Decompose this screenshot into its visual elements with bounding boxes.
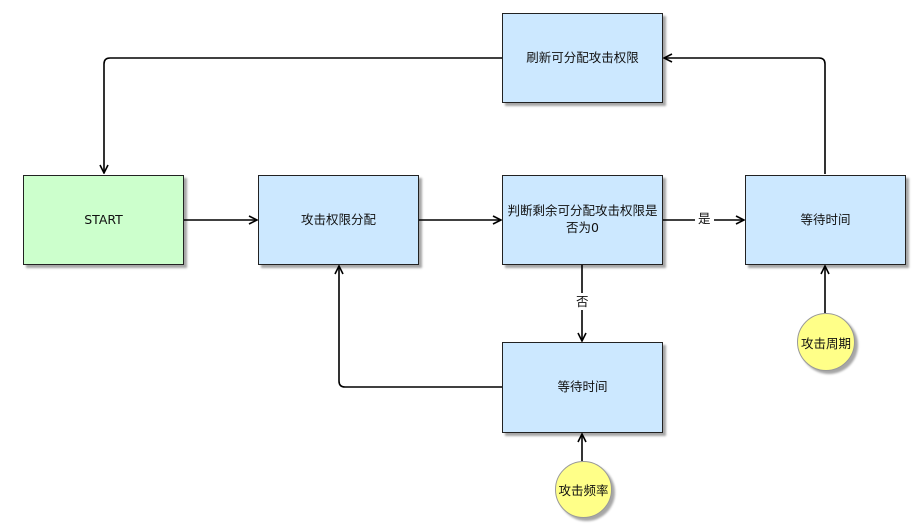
edge-wait-bottom-to-allocate bbox=[339, 266, 502, 388]
edge-label-yes: 是 bbox=[695, 210, 714, 227]
edge-label-no: 否 bbox=[573, 293, 592, 310]
node-check-remaining[interactable]: 判断剩余可分配攻击权限是 否为0 bbox=[502, 175, 663, 265]
node-wait-time-right[interactable]: 等待时间 bbox=[745, 175, 906, 265]
node-period-label: 攻击周期 bbox=[800, 335, 851, 351]
node-allocate-label: 攻击权限分配 bbox=[300, 211, 376, 227]
node-attack-period[interactable]: 攻击周期 bbox=[797, 313, 855, 371]
node-attack-frequency[interactable]: 攻击频率 bbox=[555, 461, 612, 518]
node-start-label: START bbox=[84, 211, 123, 227]
node-refresh-permissions[interactable]: 刷新可分配攻击权限 bbox=[502, 13, 663, 103]
node-refresh-label: 刷新可分配攻击权限 bbox=[526, 49, 639, 65]
edge-refresh-to-start bbox=[104, 57, 502, 173]
node-allocate-permissions[interactable]: 攻击权限分配 bbox=[258, 175, 419, 265]
node-wait-bottom-label: 等待时间 bbox=[557, 379, 608, 395]
node-wait-right-label: 等待时间 bbox=[800, 211, 851, 227]
node-wait-time-bottom[interactable]: 等待时间 bbox=[502, 342, 663, 433]
node-check-label-line1: 判断剩余可分配攻击权限是 bbox=[507, 203, 658, 219]
node-start[interactable]: START bbox=[23, 175, 184, 265]
node-frequency-label: 攻击频率 bbox=[558, 483, 609, 498]
node-check-label-line2: 否为0 bbox=[566, 220, 599, 235]
edge-wait-right-to-refresh bbox=[664, 58, 826, 174]
